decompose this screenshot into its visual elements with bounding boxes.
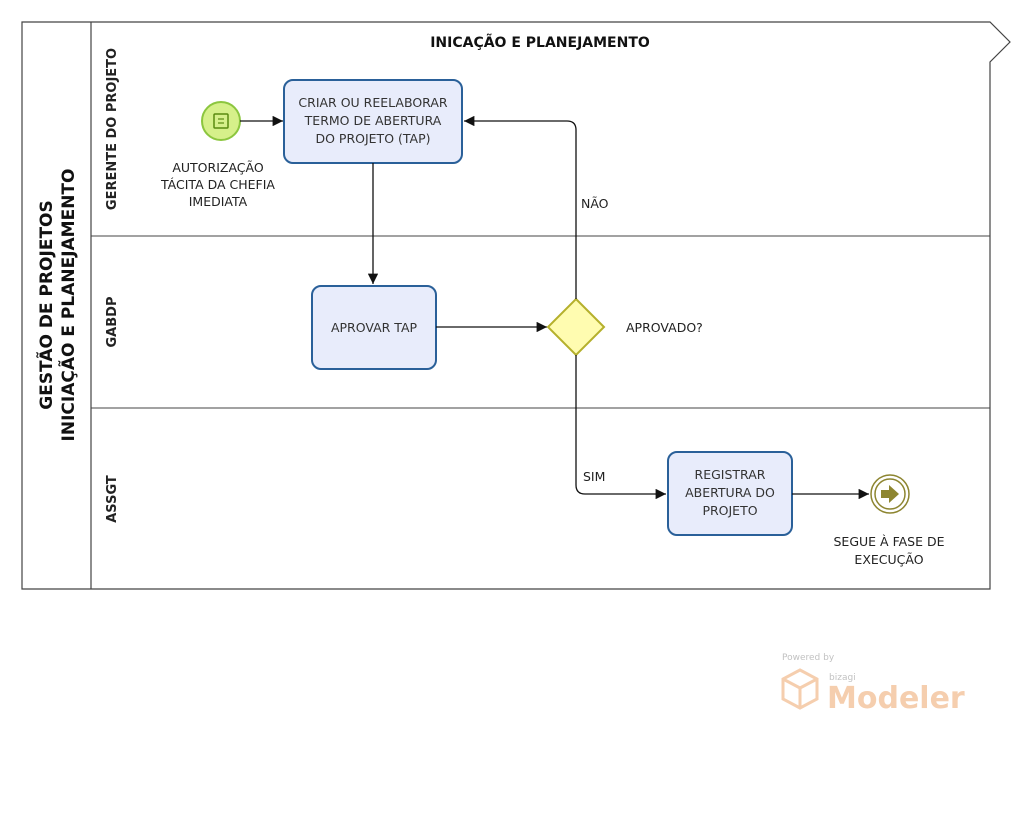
task-registrar-line2: ABERTURA DO [685, 485, 775, 500]
start-event[interactable] [201, 101, 241, 141]
phase-title: INICAÇÃO E PLANEJAMENTO [430, 34, 650, 51]
bizagi-text: bizagi [829, 673, 856, 683]
task-criar-line2: TERMO DE ABERTURA [304, 113, 442, 128]
start-event-label-line2: TÁCITA DA CHEFIA [160, 177, 275, 192]
lane-title-assgt: ASSGT [105, 475, 120, 523]
flow-label-sim: SIM [583, 469, 605, 484]
task-criar-line3: DO PROJETO (TAP) [315, 131, 430, 146]
powered-by-text: Powered by [782, 653, 835, 663]
end-event[interactable] [870, 474, 910, 514]
bizagi-watermark: Powered by bizagi Modeler [781, 653, 965, 716]
end-event-label-line2: EXECUÇÃO [854, 552, 923, 567]
task-registrar-line3: PROJETO [702, 503, 757, 518]
pool-title-line2: INICIAÇÃO E PLANEJAMENTO [56, 169, 79, 442]
bizagi-cube-icon [781, 668, 819, 710]
pool-border [21, 21, 1011, 590]
task-criar-line1: CRIAR OU REELABORAR [298, 95, 447, 110]
flow-gateway-to-registrar-sim [575, 355, 666, 500]
gateway-label: APROVADO? [626, 320, 703, 335]
task-registrar-line1: REGISTRAR [695, 467, 766, 482]
lane-title-gabdp: GABDP [105, 297, 120, 348]
pool-title-line1: GESTÃO DE PROJETOS [34, 200, 57, 410]
lane-title-gerente: GERENTE DO PROJETO [105, 48, 120, 210]
start-event-label-line3: IMEDIATA [189, 194, 248, 209]
message-icon [213, 113, 229, 129]
task-aprovar-label: APROVAR TAP [331, 320, 418, 335]
flow-label-nao: NÃO [581, 196, 609, 211]
link-arrow-icon [881, 485, 899, 503]
start-event-label-line1: AUTORIZAÇÃO [172, 160, 264, 175]
modeler-text: Modeler [827, 681, 965, 716]
flow-gateway-to-criar-nao [464, 115, 577, 299]
end-event-label-line1: SEGUE À FASE DE [834, 534, 945, 549]
